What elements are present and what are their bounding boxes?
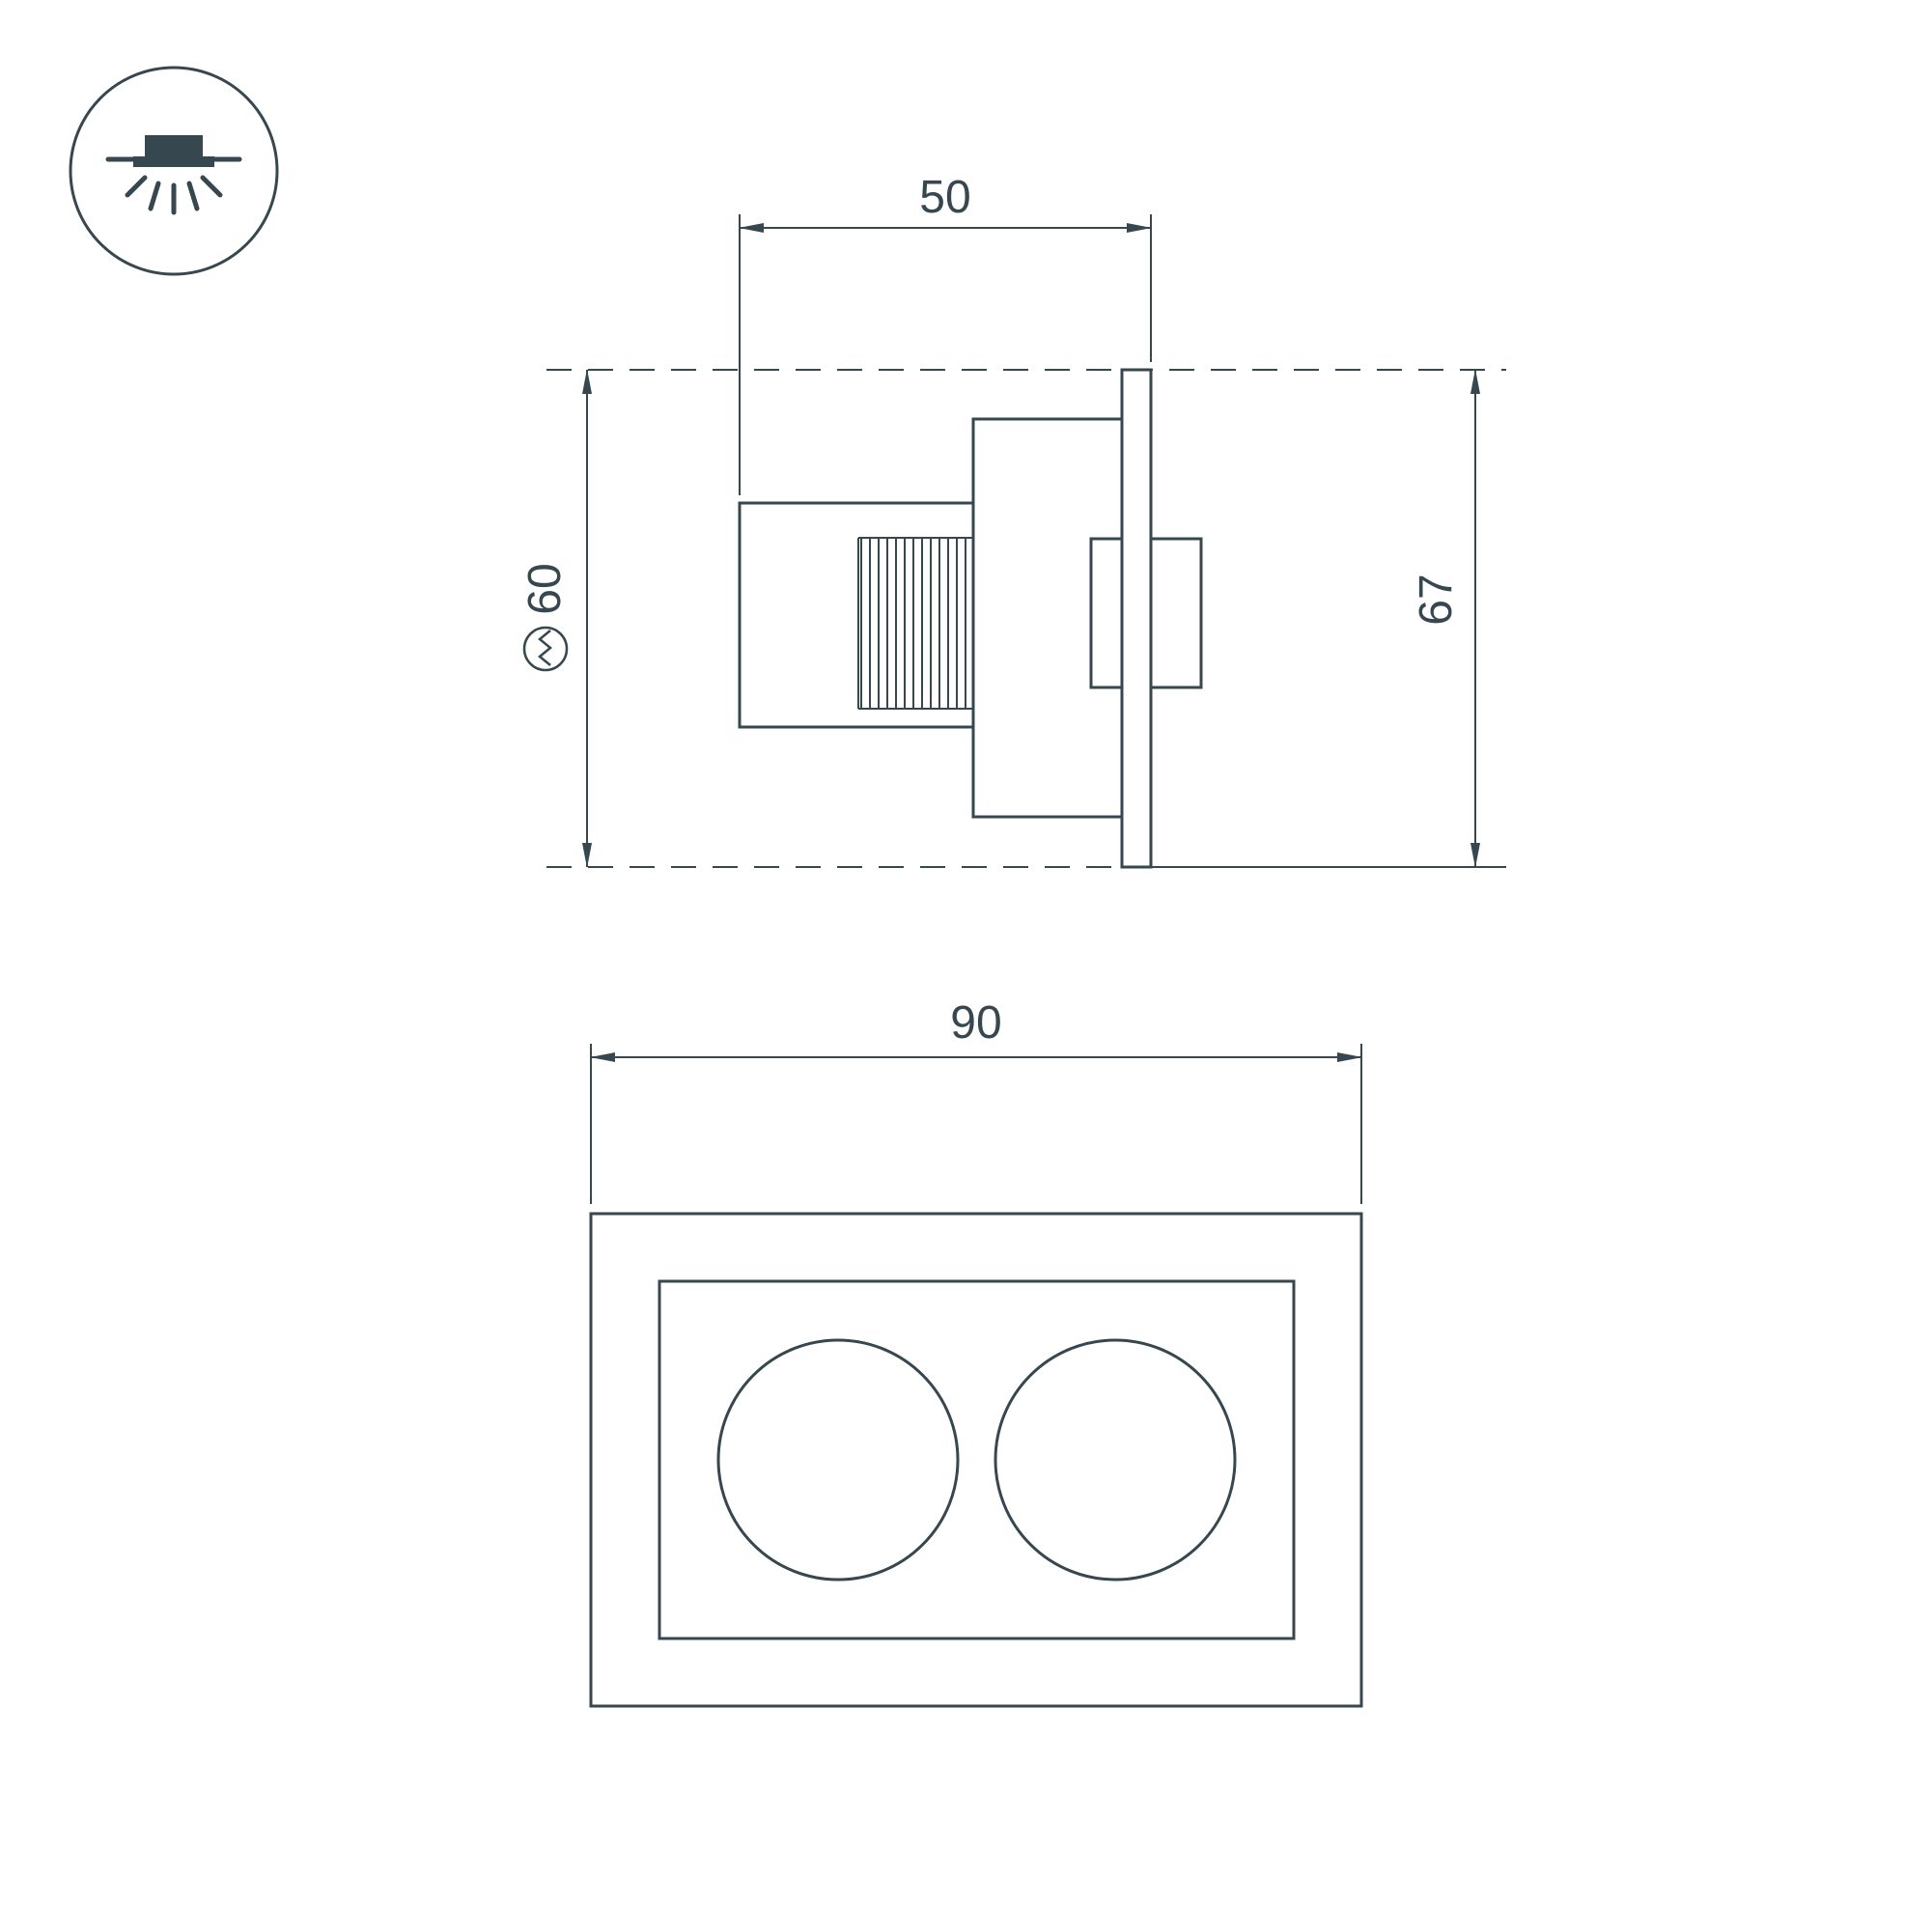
badge-circle	[69, 66, 279, 276]
dimension-front-width: 90	[590, 997, 1362, 1204]
mounting-flange	[1120, 368, 1153, 869]
lamp-module-rear	[1089, 537, 1124, 689]
fixture-front-face	[589, 1212, 1363, 1708]
front-view: 90	[589, 997, 1363, 1708]
main-body	[971, 417, 1124, 819]
side-view: 50 60 67	[519, 172, 1506, 869]
lamp-module-front	[1149, 537, 1203, 689]
recessed-downlight-icon	[69, 66, 279, 276]
dimension-top-width: 50	[739, 172, 1152, 495]
rear-housing	[738, 501, 975, 729]
dim-label-cutout-height: 60	[519, 563, 571, 614]
dim-label-front-width: 90	[950, 997, 1001, 1049]
dim-label-overall-height: 67	[1411, 574, 1462, 625]
lamp-trim	[133, 156, 214, 167]
heatsink-fins	[857, 537, 973, 710]
circled-cut-wave-icon	[522, 626, 569, 672]
fixture-cross-section	[738, 368, 1203, 869]
light-rays	[125, 175, 223, 215]
lamp-housing	[145, 135, 203, 159]
inner-frame	[658, 1279, 1296, 1640]
dimension-cutout-height: 60	[519, 369, 592, 868]
dimension-overall-height: 67	[1411, 369, 1480, 868]
lamp-opening-right	[994, 1338, 1237, 1582]
outer-frame	[589, 1212, 1363, 1708]
cut-symbol-circle	[522, 626, 569, 672]
cut-symbol-wave	[538, 630, 552, 666]
dim-label-top-width: 50	[919, 172, 970, 223]
lamp-opening-left	[716, 1338, 960, 1582]
